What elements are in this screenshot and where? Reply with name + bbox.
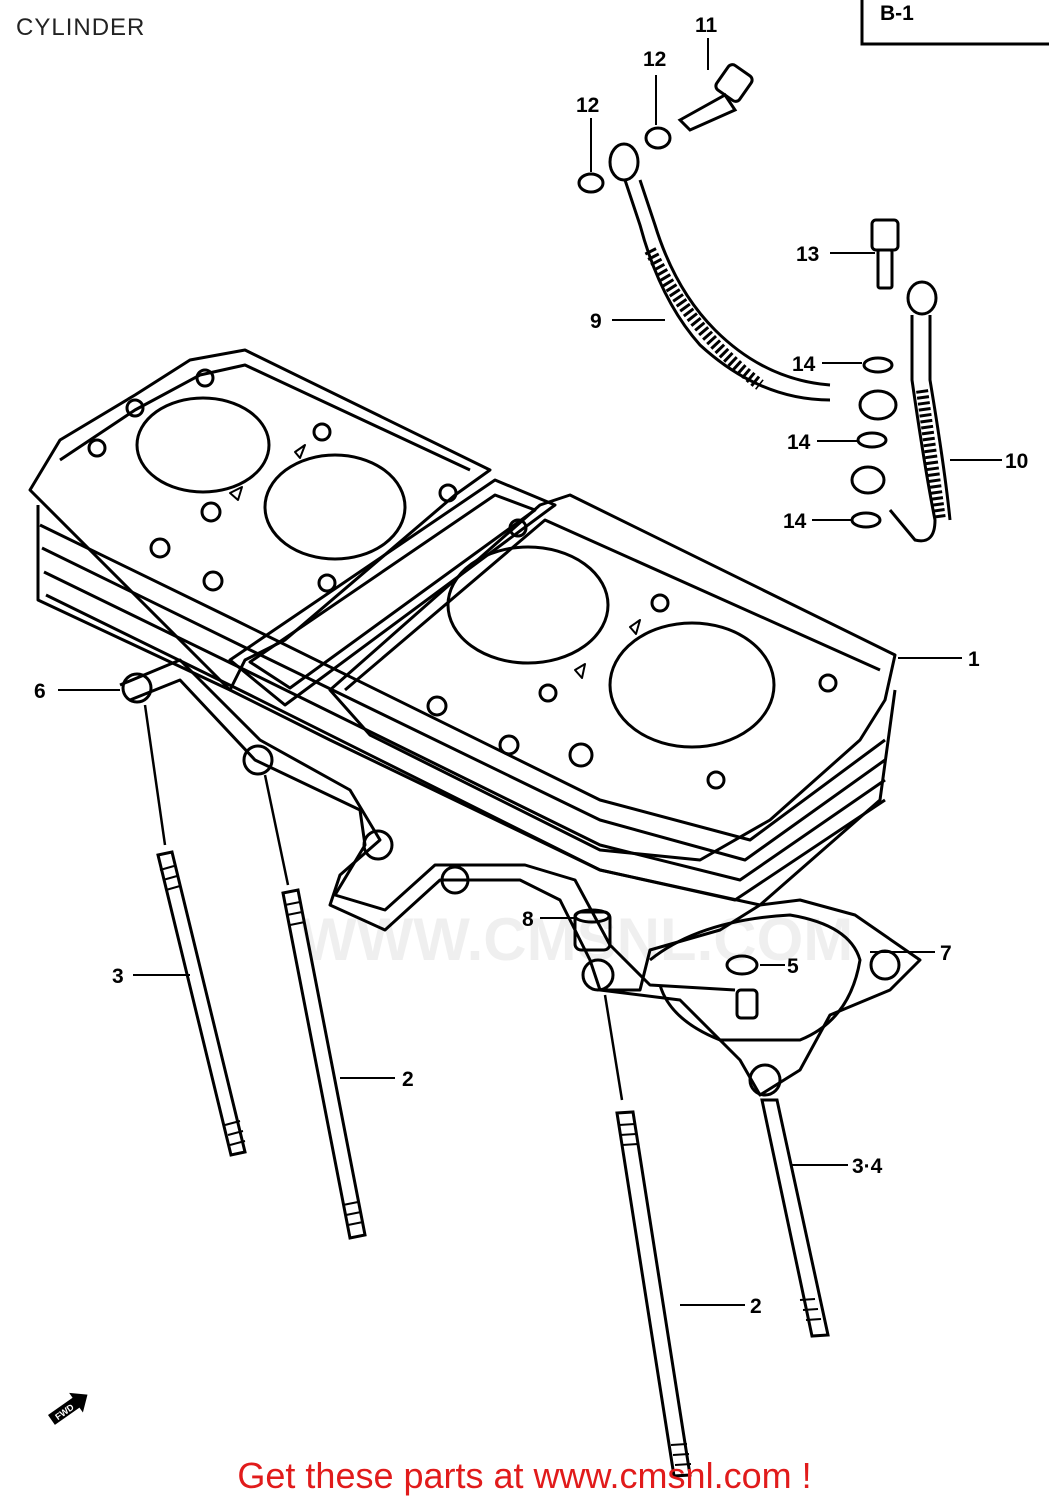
- callout-12-upper: 12: [643, 48, 666, 71]
- parts-link-banner[interactable]: Get these parts at www.cmsnl.com !: [0, 1455, 1049, 1497]
- oil-hose-9: [608, 142, 898, 421]
- callout-labels: 11 12 12 13 9 14 14 14 10 1 6 7 8 5 3 2 …: [34, 14, 1028, 1318]
- callout-9: 9: [590, 310, 602, 333]
- callout-3: 3: [112, 965, 124, 988]
- callout-14-b: 14: [787, 431, 811, 454]
- base-gasket: [119, 658, 922, 1097]
- callout-6: 6: [34, 680, 46, 703]
- callout-11: 11: [695, 14, 718, 37]
- o-ring: [725, 954, 759, 1020]
- cylinder-block: [28, 348, 897, 907]
- page-badge-text: B-1: [880, 2, 914, 25]
- stud-bolts: [143, 704, 830, 1478]
- leader-lines: [58, 38, 1002, 1306]
- callout-10: 10: [1005, 450, 1028, 473]
- callout-12-lower: 12: [576, 94, 599, 117]
- page-badge: B-1: [860, 0, 1049, 46]
- oil-hose-10: [850, 280, 952, 543]
- parts-link-text[interactable]: Get these parts at www.cmsnl.com !: [237, 1455, 812, 1496]
- callout-3-4: 3·4: [852, 1155, 883, 1178]
- callout-1: 1: [968, 648, 980, 671]
- callout-14-c: 14: [783, 510, 807, 533]
- forward-arrow-icon: FWD: [48, 1392, 88, 1425]
- oil-bolt-13: [870, 218, 900, 290]
- dowel-pin: [573, 908, 612, 952]
- banjo-bolt-11: [677, 63, 754, 132]
- callout-13: 13: [796, 243, 819, 266]
- callout-2-right: 2: [750, 1295, 762, 1318]
- callout-7: 7: [940, 942, 952, 965]
- diagram-title: CYLINDER: [16, 14, 146, 41]
- washers: [577, 126, 894, 529]
- callout-8: 8: [522, 908, 534, 931]
- callout-14-a: 14: [792, 353, 816, 376]
- callout-5: 5: [787, 955, 799, 978]
- callout-2-left: 2: [402, 1068, 414, 1091]
